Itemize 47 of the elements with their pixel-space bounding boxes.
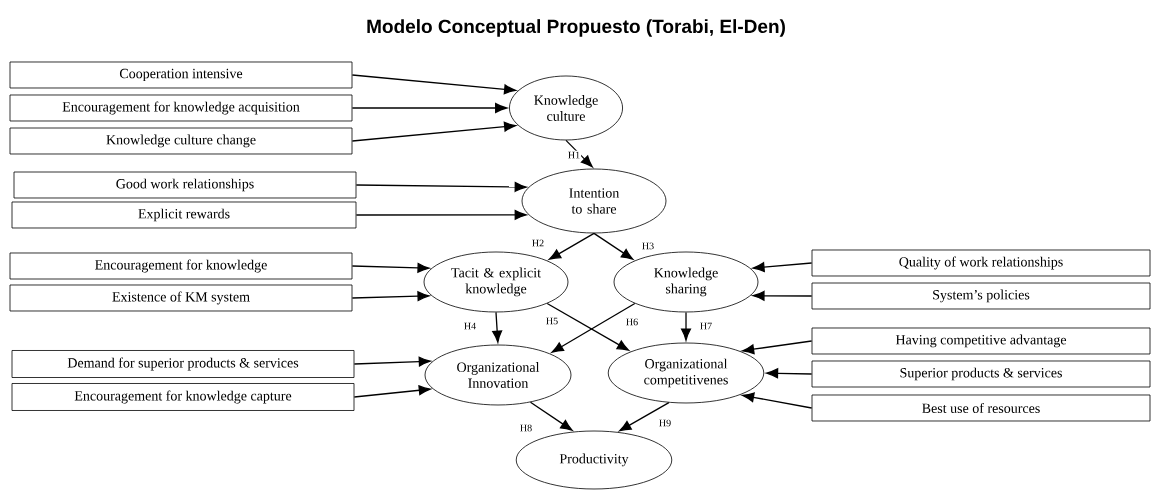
edge-label: H1	[566, 150, 582, 160]
arrow	[351, 74, 517, 95]
arrow	[551, 302, 636, 353]
arrow	[742, 392, 813, 409]
edge-label: H3	[640, 241, 656, 251]
arrow	[742, 340, 813, 355]
factor-box: Encouragement for knowledge capture	[11, 383, 355, 411]
arrow	[681, 311, 691, 341]
arrow	[548, 232, 595, 260]
arrow	[492, 311, 503, 343]
arrow	[593, 232, 634, 260]
factor-box: Cooperation intensive	[9, 61, 353, 89]
arrow	[353, 385, 431, 398]
arrow	[351, 103, 508, 113]
factor-box: Encouragement for knowledge	[9, 252, 353, 280]
title: Modelo Conceptual Propuesto (Torabi, El-Den)	[367, 19, 785, 37]
edge-label: H5	[544, 316, 560, 326]
arrow	[752, 262, 813, 273]
arrow	[351, 291, 430, 302]
edge-label: H2	[530, 238, 546, 248]
arrow	[355, 181, 527, 192]
edge-label: H4	[462, 321, 478, 331]
arrow	[353, 356, 431, 367]
factor-box: Knowledge culture change	[9, 127, 353, 155]
factor-box: Encouragement for knowledge acquisition	[9, 94, 353, 122]
arrow	[766, 368, 813, 379]
factor-box: System’s policies	[811, 282, 1151, 310]
arrow	[565, 139, 593, 168]
arrow	[752, 290, 813, 301]
arrow	[546, 302, 630, 351]
edge-label: H9	[657, 418, 673, 428]
arrow	[355, 209, 527, 220]
arrow	[529, 401, 573, 431]
factor-box: Superior products & services	[811, 360, 1151, 388]
arrow	[619, 402, 670, 432]
edge-label: H7	[698, 321, 714, 331]
edge-label: H6	[624, 317, 640, 327]
factor-box: Existence of KM system	[9, 284, 353, 312]
factor-box: Explicit rewards	[11, 201, 357, 229]
factor-box: Quality of work relationships	[811, 249, 1151, 277]
factor-box: Good work relationships	[13, 171, 357, 199]
edge-label: H8	[518, 423, 534, 433]
arrow	[351, 262, 430, 273]
factor-box: Best use of resources	[811, 394, 1151, 422]
factor-box: Demand for superior products & services	[11, 350, 355, 378]
arrow	[351, 121, 517, 142]
factor-box: Having competitive advantage	[811, 327, 1151, 355]
